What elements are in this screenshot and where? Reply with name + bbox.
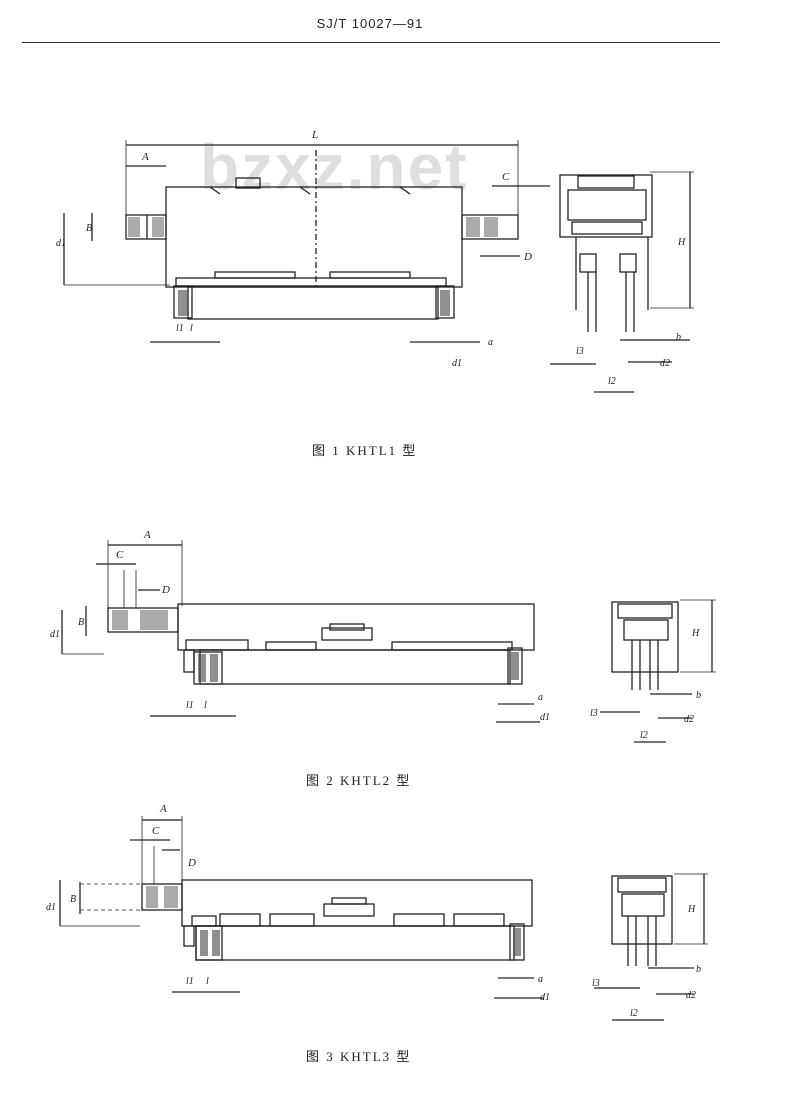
dim-label-d2: d2 <box>684 714 694 725</box>
dim-label-d1-bottom: d1 <box>540 712 550 723</box>
dim-label-l2: l2 <box>608 376 616 387</box>
dim-label-l2: l2 <box>640 730 648 741</box>
dim-label-b: b <box>676 332 681 343</box>
dim-label-l3: l3 <box>592 978 600 989</box>
dim-label-D: D <box>161 584 170 596</box>
dim-label-d2: d2 <box>660 358 670 369</box>
figure-3-caption: 图 3 KHTL3 型 <box>306 1049 412 1064</box>
dim-label-D: D <box>187 857 196 869</box>
figure-2-caption: 图 2 KHTL2 型 <box>306 773 412 788</box>
dim-label-a: a <box>538 974 543 985</box>
dim-label-B: B <box>70 894 76 905</box>
dim-label-l: l <box>204 700 207 711</box>
dim-label-l1: l1 <box>186 976 194 987</box>
dim-label-d2: d2 <box>686 990 696 1001</box>
dim-label-l2: l2 <box>630 1008 638 1019</box>
dim-label-B: B <box>86 223 92 234</box>
dim-label-C: C <box>116 549 124 561</box>
dim-label-b: b <box>696 690 701 701</box>
dim-label-l1: l1 <box>186 700 194 711</box>
dim-label-H: H <box>687 904 696 915</box>
dim-label-a: a <box>488 337 493 348</box>
dim-label-d1: d1 <box>50 629 60 640</box>
dim-label-C: C <box>152 825 160 837</box>
dim-label-d1: d1 <box>46 902 56 913</box>
figure-1-caption: 图 1 KHTL1 型 <box>312 443 418 458</box>
watermark: bzxz.net <box>200 131 469 203</box>
dim-label-l3: l3 <box>576 346 584 357</box>
dim-label-C: C <box>502 171 510 183</box>
dim-label-D: D <box>523 251 532 263</box>
dim-label-d1-bottom: d1 <box>452 358 462 369</box>
dim-label-L: L <box>311 129 318 141</box>
dim-label-d1: d1 <box>56 238 66 249</box>
dim-label-A: A <box>159 803 167 815</box>
dim-label-d1-bottom: d1 <box>540 992 550 1003</box>
dim-label-A: A <box>141 151 149 163</box>
document-code: SJ/T 10027—91 <box>316 16 424 31</box>
dim-label-H: H <box>691 628 700 639</box>
dim-label-l1: l1 <box>176 323 184 334</box>
dim-label-a: a <box>538 692 543 703</box>
dim-label-l: l <box>190 323 193 334</box>
dim-label-B: B <box>78 617 84 628</box>
dim-label-b: b <box>696 964 701 975</box>
dim-label-A: A <box>143 529 151 541</box>
dim-label-H: H <box>677 237 686 248</box>
header-rule <box>22 42 720 43</box>
dim-label-l3: l3 <box>590 708 598 719</box>
dim-label-l: l <box>206 976 209 987</box>
